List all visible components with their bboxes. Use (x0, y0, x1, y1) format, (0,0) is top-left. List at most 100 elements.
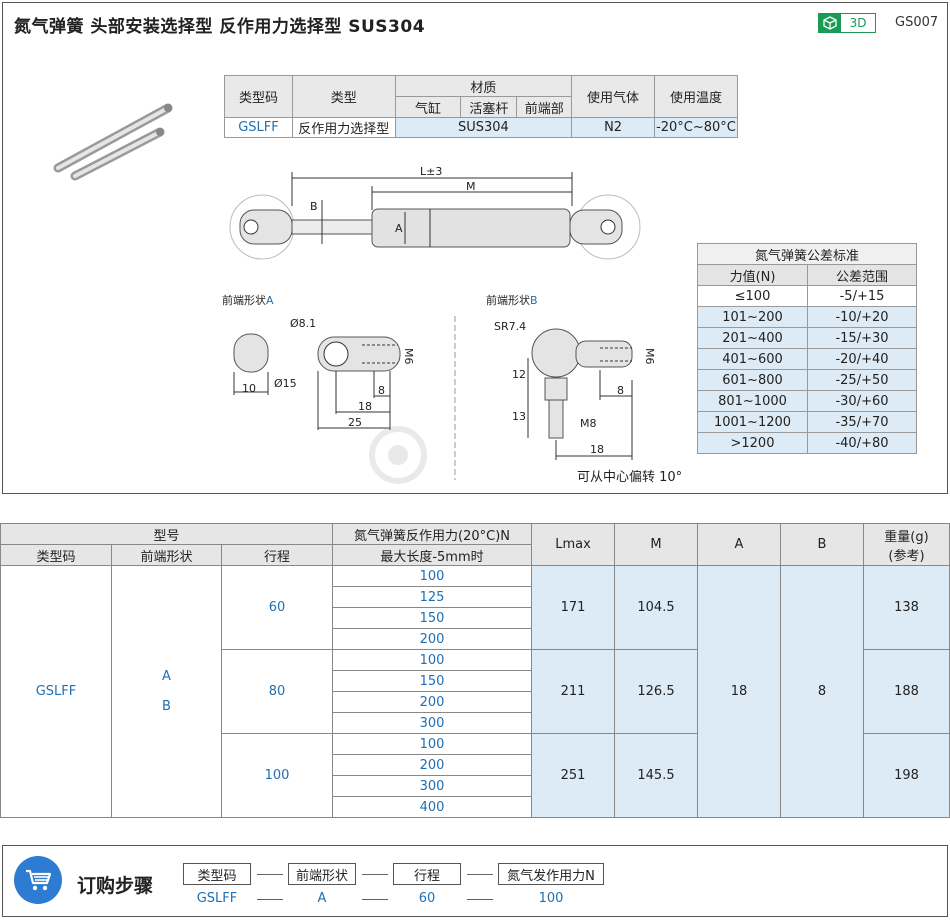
dim-12: 12 (512, 368, 526, 381)
cell-force: 150 (332, 607, 532, 629)
tolerance-title: 氮气弹簧公差标准 (697, 243, 917, 265)
header-force-sub: 最大长度-5mm时 (332, 544, 532, 566)
spec-table: 类型码 类型 材质 使用气体 使用温度 气缸 活塞杆 前端部 GSLFF 反作用… (224, 75, 739, 138)
cell-force: 200 (332, 754, 532, 776)
cell-stroke: 80 (221, 649, 333, 734)
tolerance-force: 201~400 (697, 327, 808, 349)
header-front-shape: 前端形状 (111, 544, 222, 566)
header-type-code: 类型码 (0, 544, 112, 566)
spec-header-material: 材质 (394, 75, 573, 97)
dim-8-a: 8 (378, 384, 385, 397)
cell-weight: 188 (863, 649, 950, 734)
step-force: 氮气发作用力N (498, 863, 604, 885)
tolerance-col-force: 力值(N) (697, 264, 808, 286)
header-force: 氮气弹簧反作用力(20°C)N (332, 523, 532, 545)
tolerance-range: -30/+60 (807, 390, 917, 412)
step-value-force: 100 (538, 891, 564, 906)
tolerance-range: -40/+80 (807, 432, 917, 454)
spec-header-type-code: 类型码 (224, 75, 293, 118)
spec-header-type: 类型 (291, 75, 396, 118)
dim-m8: M8 (580, 417, 597, 430)
cell-force: 200 (332, 628, 532, 650)
value-connector (362, 899, 388, 900)
dim-phi15: Ø15 (274, 377, 297, 390)
tolerance-force: >1200 (697, 432, 808, 454)
dim-a-label: A (395, 222, 403, 235)
dim-b-label: B (310, 200, 318, 213)
step-connector (257, 874, 283, 875)
spec-cell-type: 反作用力选择型 (291, 117, 396, 138)
tolerance-range: -15/+30 (807, 327, 917, 349)
tolerance-force: 401~600 (697, 348, 808, 370)
cell-force: 400 (332, 796, 532, 818)
main-side-view (229, 172, 641, 260)
cell-force: 100 (332, 733, 532, 755)
header-a: A (697, 523, 781, 566)
tolerance-range: -20/+40 (807, 348, 917, 370)
3d-model-button[interactable]: 3D (818, 13, 876, 33)
cell-a: 18 (697, 565, 781, 818)
shape-b-title: 前端形状B (486, 294, 538, 307)
dim-m6-b: M6 (643, 348, 656, 365)
value-connector (257, 899, 283, 900)
cell-m: 104.5 (614, 565, 698, 650)
shopping-cart-icon (14, 856, 62, 904)
header-model: 型号 (0, 523, 333, 545)
cube-icon (819, 14, 841, 32)
cell-m: 145.5 (614, 733, 698, 818)
spec-cell-gas: N2 (571, 117, 655, 138)
tolerance-force: ≤100 (697, 285, 808, 307)
cell-force: 200 (332, 691, 532, 713)
deflection-note: 可从中心偏转 10° (577, 470, 683, 485)
tolerance-col-range: 公差范围 (807, 264, 917, 286)
spec-cell-material: SUS304 (394, 117, 573, 138)
front-shape-b-drawing (454, 316, 633, 480)
step-front-shape: 前端形状 (288, 863, 356, 885)
spec-header-front: 前端部 (516, 96, 573, 118)
cell-weight: 138 (863, 565, 950, 650)
page-title: 氮气弹簧 头部安装选择型 反作用力选择型 SUS304 (14, 17, 426, 37)
tolerance-range: -25/+50 (807, 369, 917, 391)
header-m: M (614, 523, 698, 566)
model-table: 型号 氮气弹簧反作用力(20°C)N Lmax M A B 重量(g)(参考) … (0, 523, 950, 818)
cell-lmax: 171 (531, 565, 615, 650)
dim-m-label: M (466, 180, 476, 193)
dim-25: 25 (348, 416, 362, 429)
cell-lmax: 251 (531, 733, 615, 818)
cell-type-code: GSLFF (0, 565, 112, 818)
cell-force: 100 (332, 649, 532, 671)
product-code: GS007 (895, 15, 939, 30)
step-stroke: 行程 (393, 863, 461, 885)
technical-drawing (53, 103, 641, 484)
dim-phi8-1: Ø8.1 (290, 317, 317, 330)
spec-header-temp: 使用温度 (653, 75, 739, 118)
cell-b: 8 (780, 565, 864, 818)
header-b: B (780, 523, 864, 566)
dim-18-a: 18 (358, 400, 372, 413)
cell-lmax: 211 (531, 649, 615, 734)
cell-m: 126.5 (614, 649, 698, 734)
dim-sr7-4: SR7.4 (494, 320, 527, 333)
cell-stroke: 60 (221, 565, 333, 650)
spec-cell-type-code: GSLFF (224, 117, 293, 138)
order-steps-panel: 订购步骤 类型码 前端形状 行程 氮气发作用力N GSLFF A 60 100 (2, 845, 948, 917)
dim-10: 10 (242, 382, 256, 395)
tolerance-table: 氮气弹簧公差标准 力值(N) 公差范围 ≤100-5/+15 101~200-1… (697, 243, 917, 454)
cell-force: 300 (332, 712, 532, 734)
header-weight: 重量(g)(参考) (863, 523, 950, 566)
step-value-front-shape: A (317, 891, 327, 906)
step-value-stroke: 60 (418, 891, 436, 906)
step-connector (467, 874, 493, 875)
cell-force: 125 (332, 586, 532, 608)
tolerance-range: -10/+20 (807, 306, 917, 328)
cell-force: 150 (332, 670, 532, 692)
3d-label: 3D (849, 16, 867, 30)
tolerance-range: -5/+15 (807, 285, 917, 307)
header-stroke: 行程 (221, 544, 333, 566)
dim-13: 13 (512, 410, 526, 423)
watermark-logo (369, 426, 427, 484)
spec-cell-temp: -20°C~80°C (653, 117, 739, 138)
product-photo (53, 103, 173, 181)
front-shape-a-drawing (233, 333, 401, 430)
